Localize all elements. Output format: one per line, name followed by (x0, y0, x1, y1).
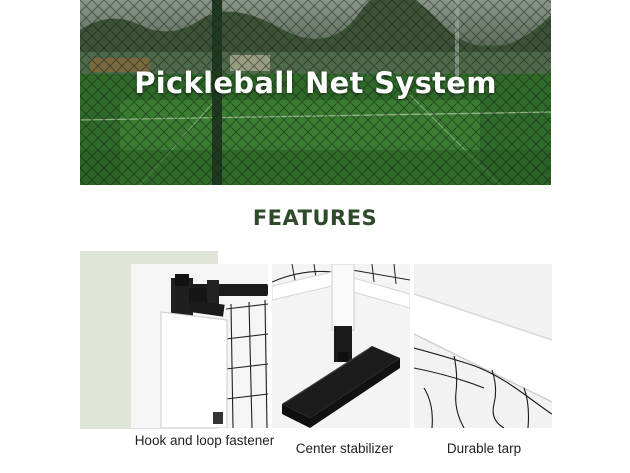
features-heading: FEATURES (252, 206, 378, 230)
caption-center-stabilizer: Center stabilizer (295, 441, 394, 456)
durable-tarp-photo (414, 264, 552, 428)
hero-title: Pickleball Net System (134, 66, 497, 100)
hero-banner: Pickleball Net System (80, 0, 551, 185)
feature-image-center-stabilizer (272, 264, 410, 428)
hook-and-loop-fastener-photo (131, 264, 268, 428)
feature-image-durable-tarp (414, 264, 552, 428)
center-stabilizer-photo (272, 264, 410, 428)
caption-hook-and-loop: Hook and loop fastener (134, 433, 275, 448)
feature-image-hook-and-loop (131, 264, 268, 428)
court-photo-background (80, 0, 551, 185)
caption-durable-tarp: Durable tarp (446, 441, 522, 456)
